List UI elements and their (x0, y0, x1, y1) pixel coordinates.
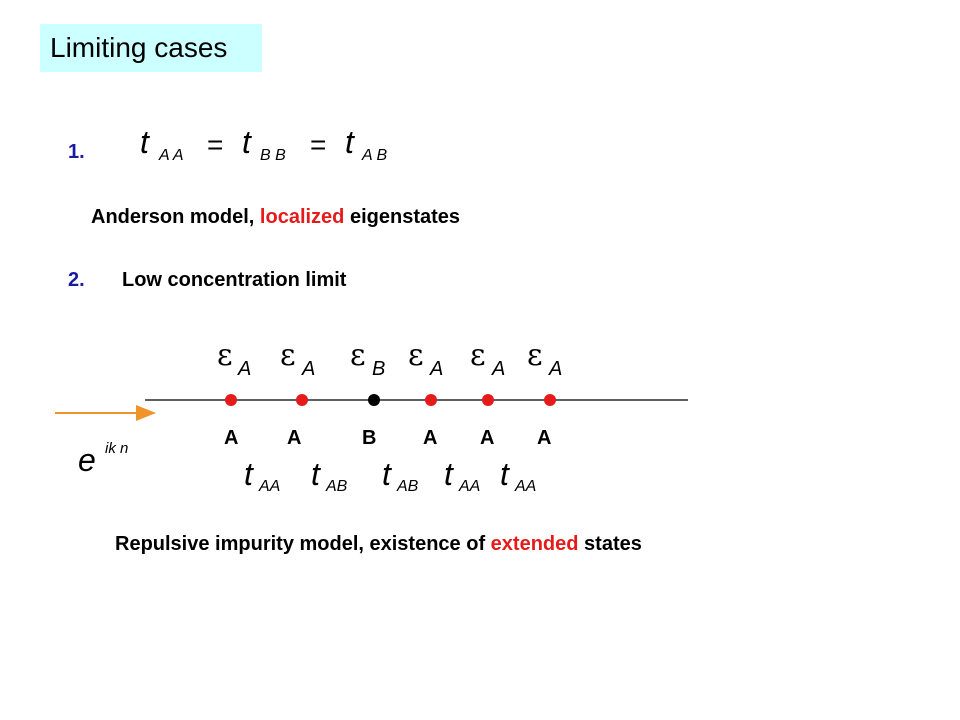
energy-sub-1: A (238, 358, 252, 380)
hop-sub-5: AA (515, 478, 537, 495)
conclusion-part1: Repulsive impurity model, existence of (115, 533, 486, 555)
hop-t-1: t (244, 456, 253, 492)
epsilon-6: ε (527, 338, 543, 373)
case1-desc-highlight: localized (259, 206, 345, 228)
conclusion-highlight: extended (490, 533, 579, 555)
formula-eq1: = (207, 129, 224, 160)
case1-desc-part2: eigenstates (349, 206, 461, 228)
conclusion: Repulsive impurity model, existence of e… (115, 532, 642, 556)
hop-t-2: t (311, 456, 320, 492)
energy-sub-5: A (492, 358, 506, 380)
formula-sub-aa: A A (159, 147, 184, 164)
energy-sub-3: B (372, 358, 386, 380)
site-a-dot (482, 394, 494, 406)
hop-t-5: t (500, 456, 509, 492)
site-a-dot (544, 394, 556, 406)
case2-number: 2. (68, 269, 85, 291)
site-label-5: A (480, 427, 495, 449)
epsilon-4: ε (408, 338, 424, 373)
wave-exponent: ik n (105, 440, 129, 457)
case1-desc-part1: Anderson model, (91, 206, 255, 228)
epsilon-3: ε (350, 338, 366, 373)
formula-t1: t (140, 124, 149, 160)
hop-sub-2: AB (326, 478, 348, 495)
formula-t3: t (345, 124, 354, 160)
case1-description: Anderson model, localized eigenstates (91, 205, 460, 229)
site-label-1: A (224, 427, 239, 449)
site-label-2: A (287, 427, 302, 449)
site-label-4: A (423, 427, 438, 449)
site-a-dot (296, 394, 308, 406)
hop-sub-4: AA (459, 478, 481, 495)
energy-sub-4: A (430, 358, 444, 380)
site-label-6: A (537, 427, 552, 449)
formula-eq2: = (310, 129, 327, 160)
hop-sub-1: AA (259, 478, 281, 495)
energy-sub-6: A (549, 358, 563, 380)
energy-sub-2: A (302, 358, 316, 380)
page-title: Limiting cases (50, 32, 228, 63)
epsilon-1: ε (217, 338, 233, 373)
formula-sub-ab: A B (362, 147, 388, 164)
hop-t-4: t (444, 456, 453, 492)
formula-sub-bb: B B (260, 147, 286, 164)
epsilon-2: ε (280, 338, 296, 373)
case2-label: Low concentration limit (122, 269, 347, 291)
case1-number: 1. (68, 141, 85, 163)
formula-t2: t (242, 124, 251, 160)
wave-base: e (78, 442, 96, 478)
hop-sub-3: AB (397, 478, 419, 495)
hop-t-3: t (382, 456, 391, 492)
site-a-dot (225, 394, 237, 406)
conclusion-part2: states (584, 533, 642, 555)
epsilon-5: ε (470, 338, 486, 373)
site-b-dot (368, 394, 380, 406)
site-label-3: B (362, 427, 377, 449)
title-box (40, 24, 262, 72)
site-a-dot (425, 394, 437, 406)
